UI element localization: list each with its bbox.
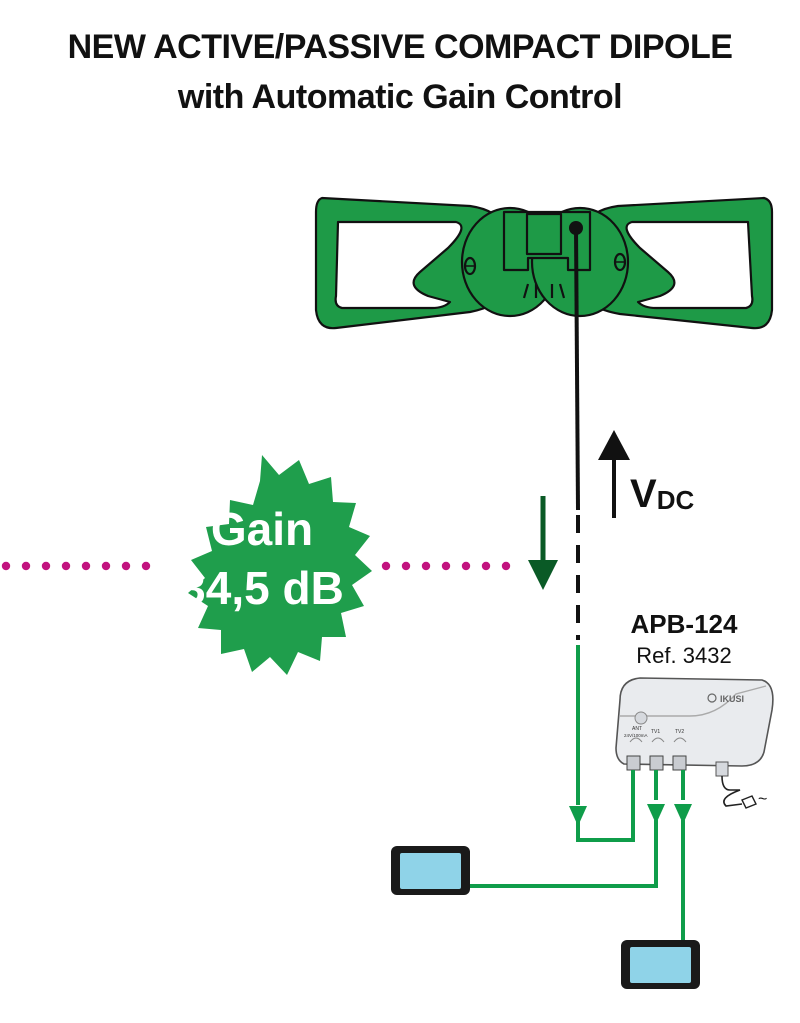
amplifier-brand: IKUSI — [720, 694, 744, 704]
coax-cable — [569, 221, 583, 640]
gain-dotted-line-left — [1, 561, 151, 571]
port-ant-sublabel: 24V/100mA — [624, 733, 648, 738]
tv-screen-2 — [630, 947, 691, 983]
antenna-clip-left — [522, 283, 538, 299]
ikusi-logo-icon — [707, 693, 717, 703]
port-tv1-label: TV1 — [651, 729, 660, 735]
antenna-clip-right — [550, 283, 566, 299]
power-cord — [721, 775, 743, 807]
port-ant-connector — [626, 755, 641, 771]
title-line-1: NEW ACTIVE/PASSIVE COMPACT DIPOLE — [67, 28, 733, 66]
vdc-label: VDC — [630, 472, 694, 516]
port-tv2-label: TV2 — [675, 729, 684, 735]
gain-label: Gain — [211, 503, 313, 555]
gain-dotted-line-right — [381, 561, 511, 571]
signal-arrowheads — [569, 804, 692, 826]
gain-starburst — [188, 455, 372, 675]
port-ant-label: ANT — [632, 726, 642, 732]
port-tv1-connector — [649, 755, 664, 771]
tv-set-2 — [621, 940, 700, 989]
power-plug-icon — [741, 795, 757, 809]
title-line-2: with Automatic Gain Control — [177, 78, 623, 116]
signal-arrow-down — [528, 496, 558, 590]
vdc-arrow-up — [598, 430, 630, 518]
amplifier-unit: IKUSI ANT 24V/100mA TV1 TV2 ~ — [615, 677, 774, 809]
tv-screen-1 — [400, 853, 461, 889]
port-tv2-connector — [672, 755, 687, 771]
amplifier-model: APB-124 — [631, 609, 738, 639]
mains-symbol: ~ — [758, 791, 767, 808]
dipole-antenna — [314, 196, 774, 330]
gain-badge: Gain 34,5 dB — [180, 455, 372, 675]
antenna-connector-box — [525, 212, 563, 256]
gain-value: 34,5 dB — [180, 562, 344, 614]
signal-wiring — [470, 645, 685, 942]
amplifier-ref: Ref. 3432 — [636, 643, 731, 668]
tv-set-1 — [391, 846, 470, 895]
